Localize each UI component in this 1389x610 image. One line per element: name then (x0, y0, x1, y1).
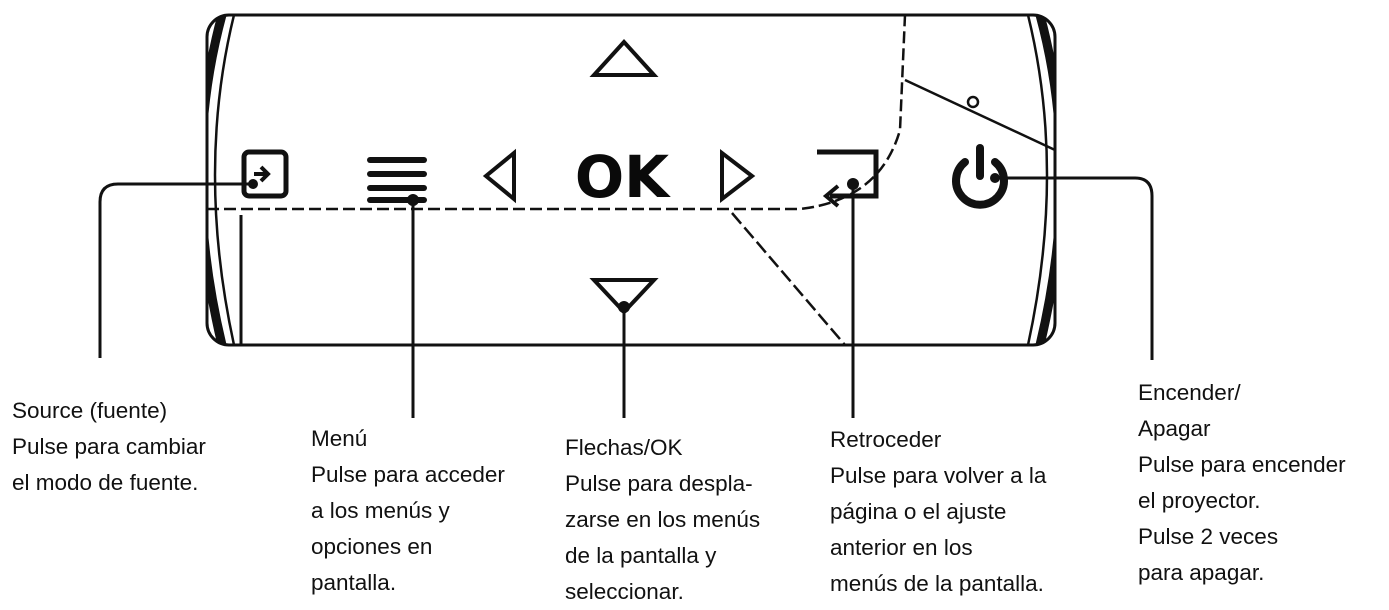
label-line: página o el ajuste (830, 499, 1007, 524)
label-line: Pulse para acceder (311, 462, 505, 487)
back-label: Retroceder Pulse para volver a la página… (830, 422, 1046, 602)
leader-lines (98, 176, 1154, 418)
power-label: Encender/ Apagar Pulse para encender el … (1138, 375, 1346, 591)
label-line: menús de la pantalla. (830, 571, 1044, 596)
source-label: Source (fuente) Pulse para cambiar el mo… (12, 393, 206, 501)
label-line: zarse en los menús (565, 507, 761, 532)
power-icon[interactable] (952, 144, 1008, 209)
label-title: Encender/ (1138, 380, 1241, 405)
label-line: opciones en (311, 534, 433, 559)
label-title: Retroceder (830, 427, 942, 452)
label-line: Pulse para volver a la (830, 463, 1047, 488)
up-arrow-icon[interactable] (589, 39, 659, 77)
down-arrow-icon[interactable] (589, 278, 659, 315)
label-line: anterior en los (830, 535, 973, 560)
control-panel (205, 13, 1057, 347)
label-line: el modo de fuente. (12, 470, 199, 495)
label-line: de la pantalla y (565, 543, 717, 568)
label-title: Apagar (1138, 416, 1211, 441)
arrows-label: Flechas/OK Pulse para despla- zarse en l… (565, 430, 760, 610)
leader-dots (248, 173, 1000, 313)
label-line: Pulse para cambiar (12, 434, 206, 459)
source-icon[interactable] (241, 149, 289, 199)
label-title: Menú (311, 426, 368, 451)
label-line: a los menús y (311, 498, 450, 523)
label-line: Pulse para encender (1138, 452, 1346, 477)
label-line: para apagar. (1138, 560, 1265, 585)
label-title: Source (fuente) (12, 398, 168, 423)
label-line: seleccionar. (565, 579, 684, 604)
label-line: pantalla. (311, 570, 397, 595)
label-line: el proyector. (1138, 488, 1261, 513)
left-arrow-icon[interactable] (482, 148, 516, 204)
label-line: Pulse 2 veces (1138, 524, 1279, 549)
menu-label: Menú Pulse para acceder a los menús y op… (311, 421, 505, 601)
label-line: Pulse para despla- (565, 471, 753, 496)
ok-button[interactable]: OK (575, 143, 671, 211)
label-title: Flechas/OK (565, 435, 683, 460)
right-arrow-icon[interactable] (720, 148, 756, 204)
